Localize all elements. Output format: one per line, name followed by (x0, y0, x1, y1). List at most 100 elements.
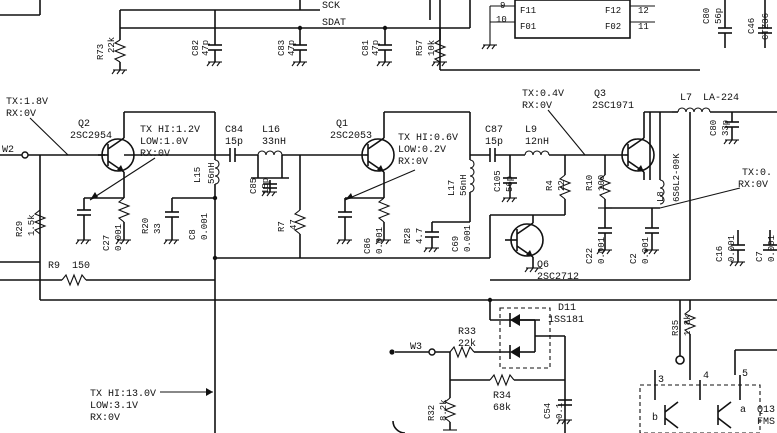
svg-text:C69: C69 (451, 236, 461, 252)
partial-component-arc (392, 420, 406, 433)
svg-text:R7: R7 (277, 221, 287, 232)
ic-pin-f12: F12 (605, 6, 621, 16)
svg-text:LOW:0.2V: LOW:0.2V (398, 145, 446, 156)
capacitor-c8: C8 0.001 (165, 197, 215, 240)
sdat-label: SDAT (322, 18, 346, 29)
bottom-grounds (443, 419, 572, 431)
svg-text:0.001: 0.001 (463, 225, 473, 252)
svg-text:C105: C105 (493, 170, 503, 192)
transistor-q3: Q3 2SC1971 (592, 89, 672, 180)
svg-text:C86: C86 (363, 238, 373, 254)
resistor-r20: R20 33 (117, 197, 163, 240)
svg-text:2SC2053: 2SC2053 (330, 131, 372, 142)
svg-text:TX HI:1.2V: TX HI:1.2V (140, 125, 200, 136)
svg-text:Q3: Q3 (594, 89, 606, 100)
svg-text:R28: R28 (403, 228, 413, 244)
svg-text:C7: C7 (755, 251, 765, 262)
svg-text:47p: 47p (201, 40, 211, 56)
capacitor-c86: C86 0.001 (338, 197, 385, 254)
ic-pin-9: 9 (500, 1, 505, 11)
svg-text:100: 100 (597, 175, 607, 191)
svg-text:C85: C85 (249, 178, 259, 194)
svg-text:0.001: 0.001 (727, 235, 737, 262)
capacitor-c80-top: C80 56p (702, 0, 732, 48)
svg-text:L16: L16 (262, 125, 280, 136)
resistor-r10: R10 100 (585, 155, 612, 208)
svg-text:0.001: 0.001 (200, 213, 210, 240)
svg-text:TX:0.: TX:0. (742, 168, 772, 179)
svg-text:TX HI:0.6V: TX HI:0.6V (398, 133, 458, 144)
svg-text:2SC1971: 2SC1971 (592, 101, 634, 112)
svg-text:L17: L17 (447, 180, 457, 196)
svg-text:TX HI:13.0V: TX HI:13.0V (90, 389, 156, 400)
inductor-l16: L16 33nH (257, 125, 365, 156)
svg-text:33: 33 (153, 223, 163, 234)
ic-pin-f11: F11 (520, 6, 536, 16)
svg-text:56p: 56p (505, 176, 515, 192)
top-bus: SCK SDAT (0, 0, 700, 71)
svg-text:C54: C54 (543, 403, 553, 419)
svg-text:b: b (652, 412, 658, 424)
svg-text:6S6L2-09K: 6S6L2-09K (672, 153, 682, 202)
resistor-r35: R35 1.8k (671, 300, 697, 380)
svg-text:1.8k: 1.8k (683, 314, 693, 336)
svg-text:1.5k: 1.5k (27, 214, 37, 236)
ic-chip: 9 10 F11 F01 F12 F02 12 11 (489, 0, 655, 45)
svg-text:C87: C87 (485, 125, 503, 136)
tx-rx-left: TX:1.8V RX:0V (6, 97, 69, 156)
svg-text:RX:0V: RX:0V (6, 109, 36, 120)
svg-text:C83: C83 (277, 40, 287, 56)
svg-text:22: 22 (557, 180, 567, 191)
svg-text:0.001: 0.001 (767, 235, 777, 262)
svg-text:47p: 47p (287, 40, 297, 56)
inductor-l15: L15 56nH (193, 112, 220, 433)
transistor-q2: Q2 2SC2954 TX HI:1.2V LOW:1.0V RX:0V (70, 111, 215, 201)
svg-text:C46: C46 (747, 18, 757, 34)
capacitor-c54: C54 0.1 (543, 399, 572, 419)
capacitor-c84: C84 15p (124, 125, 258, 162)
top-grounds (111, 44, 497, 75)
capacitor-c82: C82 47p (191, 40, 222, 62)
capacitor-c81: C81 47p (361, 40, 392, 62)
svg-text:15p: 15p (261, 178, 271, 194)
svg-text:LOW:1.0V: LOW:1.0V (140, 137, 188, 148)
tx-rx-mid: TX:0.4V RX:0V (522, 89, 586, 156)
svg-text:LA-224: LA-224 (703, 93, 739, 104)
ic-pin-f01: F01 (520, 22, 536, 32)
capacitor-c85: C85 15p (249, 155, 289, 194)
capacitor-c7: C7 0.001 (755, 230, 777, 262)
svg-text:L7: L7 (680, 93, 692, 104)
resistor-r57: R57 10k (415, 39, 447, 63)
svg-text:R10: R10 (585, 175, 595, 191)
svg-text:68k: 68k (493, 402, 511, 414)
svg-text:56p: 56p (714, 8, 724, 24)
capacitor-c80: C80 33p (709, 112, 739, 140)
svg-text:2SC2712: 2SC2712 (537, 272, 579, 283)
svg-text:Q13: Q13 (757, 405, 775, 416)
mid-grounds (75, 139, 745, 273)
svg-text:47p: 47p (371, 40, 381, 56)
capacitor-c46: C46 CTZ36 (747, 0, 772, 48)
capacitor-c2: C2 0.001 (605, 207, 660, 264)
ic-pin-12: 12 (638, 6, 649, 16)
svg-text:L9: L9 (525, 125, 537, 136)
svg-text:4: 4 (703, 371, 709, 382)
svg-text:150: 150 (72, 261, 90, 272)
capacitor-c27: C27 0.001 (77, 197, 124, 251)
svg-text:1SS181: 1SS181 (548, 315, 584, 326)
capacitor-c22: C22 0.001 (585, 208, 612, 264)
ic-pin-10: 10 (496, 15, 507, 25)
svg-text:4.7: 4.7 (415, 228, 425, 244)
svg-text:FMS: FMS (757, 417, 775, 428)
svg-text:C84: C84 (225, 125, 243, 136)
svg-text:CTZ36: CTZ36 (761, 13, 771, 40)
sck-label: SCK (322, 1, 340, 12)
svg-text:R20: R20 (141, 218, 151, 234)
svg-text:L15: L15 (193, 167, 203, 183)
resistor-r4: R4 22 (545, 155, 572, 215)
resistor-r32: R32 8.2k (427, 397, 457, 430)
svg-text:22k: 22k (458, 338, 476, 350)
svg-text:8.2k: 8.2k (439, 399, 449, 421)
svg-text:LOW:3.1V: LOW:3.1V (90, 401, 138, 412)
transistor-q13: 3 4 5 b a Q13 FMS (639, 349, 777, 433)
